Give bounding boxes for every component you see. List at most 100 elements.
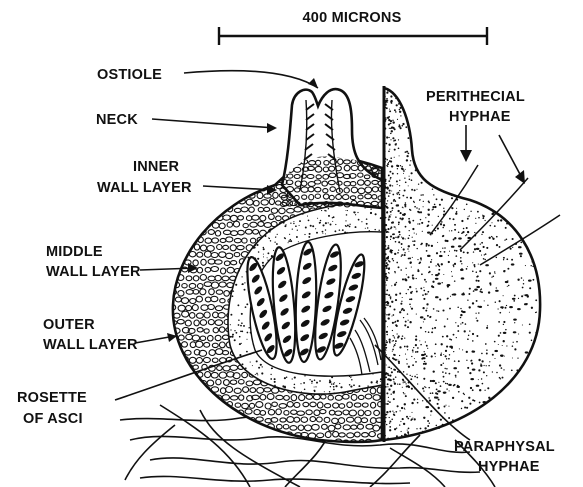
stipple-dot: [502, 345, 503, 346]
stipple-dot: [504, 415, 505, 416]
stipple-dot: [481, 378, 482, 379]
stipple-dot: [405, 395, 407, 397]
stipple-dot: [392, 351, 393, 352]
stipple-dot: [412, 237, 413, 238]
stipple-dot: [423, 367, 425, 369]
stipple-dot: [497, 401, 499, 403]
stipple-dot: [489, 171, 490, 172]
stipple-dot: [454, 224, 456, 226]
wall-cell: [366, 83, 372, 89]
stipple-dot: [467, 299, 468, 300]
stipple-dot: [478, 359, 480, 361]
stipple-dot: [475, 313, 476, 314]
stipple-dot: [535, 332, 536, 333]
stipple-dot: [483, 246, 485, 248]
stipple-dot: [428, 202, 430, 204]
stipple-dot: [433, 130, 434, 131]
stipple-dot: [503, 332, 507, 334]
wall-cell: [192, 185, 199, 189]
wall-cell: [364, 97, 370, 101]
neck: [279, 81, 385, 208]
stipple-dot: [386, 341, 388, 343]
stipple-dot: [428, 244, 430, 246]
stipple-dot: [525, 265, 526, 266]
wall-cell: [364, 104, 370, 108]
wall-cell: [196, 207, 203, 212]
stipple-dot: [416, 189, 417, 190]
wall-cell: [249, 149, 255, 154]
stipple-dot: [403, 173, 404, 174]
stipple-dot: [431, 245, 433, 247]
stipple-dot: [394, 109, 396, 111]
stipple-dot: [432, 328, 434, 330]
stipple-dot: [542, 308, 543, 309]
stipple-dot: [505, 434, 506, 435]
stipple-dot: [433, 194, 434, 195]
wall-cell: [371, 104, 377, 109]
wall-cell: [372, 124, 378, 129]
stipple-dot: [436, 389, 438, 391]
stipple-dot: [396, 262, 398, 264]
stipple-dot: [444, 251, 446, 253]
stipple-dot: [528, 385, 529, 386]
stipple-dot: [436, 198, 438, 200]
stipple-dot: [435, 356, 436, 357]
stipple-dot: [392, 335, 393, 336]
stipple-dot: [429, 177, 431, 179]
stipple-dot: [410, 109, 412, 111]
stipple-dot: [395, 376, 397, 378]
stipple-dot: [395, 111, 397, 113]
stipple-dot: [394, 383, 396, 385]
stipple-dot: [522, 129, 523, 130]
scale-bar: [219, 27, 487, 45]
stipple-dot: [441, 353, 442, 354]
wall-cell: [245, 424, 252, 429]
stipple-dot: [525, 193, 527, 195]
stipple-dot: [506, 214, 507, 215]
stipple-dot: [404, 393, 405, 394]
stipple-dot: [465, 323, 467, 325]
stipple-dot: [491, 143, 493, 145]
stipple-dot: [385, 100, 387, 102]
stipple-dot: [355, 214, 356, 215]
stipple-dot: [441, 167, 442, 168]
stipple-dot: [485, 105, 486, 106]
stipple-dot: [404, 189, 406, 191]
stipple-dot: [459, 179, 460, 180]
stipple-dot: [442, 309, 444, 311]
stipple-dot: [394, 354, 396, 356]
stipple-dot: [425, 293, 427, 295]
wall-cell: [371, 96, 376, 102]
stipple-dot: [429, 271, 431, 273]
stipple-dot: [428, 331, 430, 333]
stipple-dot: [469, 215, 470, 216]
stipple-dot: [451, 271, 452, 272]
stipple-dot: [304, 389, 306, 391]
stipple-dot: [537, 419, 539, 421]
wall-cell: [171, 230, 177, 235]
stipple-dot: [386, 267, 388, 269]
stipple-dot: [416, 207, 418, 209]
wall-cell: [281, 88, 287, 94]
stipple-dot: [500, 306, 504, 308]
stipple-dot: [378, 230, 379, 231]
stipple-dot: [541, 108, 542, 109]
wall-cell: [168, 281, 174, 287]
stipple-dot: [407, 276, 409, 278]
wall-cell: [357, 131, 363, 136]
stipple-dot: [479, 425, 481, 427]
stipple-dot: [521, 295, 523, 297]
stipple-dot: [454, 229, 456, 231]
stipple-dot: [345, 210, 346, 211]
stipple-dot: [437, 390, 441, 392]
stipple-dot: [238, 319, 240, 321]
stipple-dot: [478, 217, 480, 219]
stipple-dot: [414, 147, 415, 148]
stipple-dot: [413, 134, 415, 136]
stipple-dot: [282, 386, 284, 388]
stipple-dot: [396, 325, 398, 327]
stipple-dot: [467, 367, 469, 369]
stipple-dot: [509, 145, 511, 147]
stipple-dot: [415, 339, 417, 341]
stipple-dot: [245, 367, 247, 369]
